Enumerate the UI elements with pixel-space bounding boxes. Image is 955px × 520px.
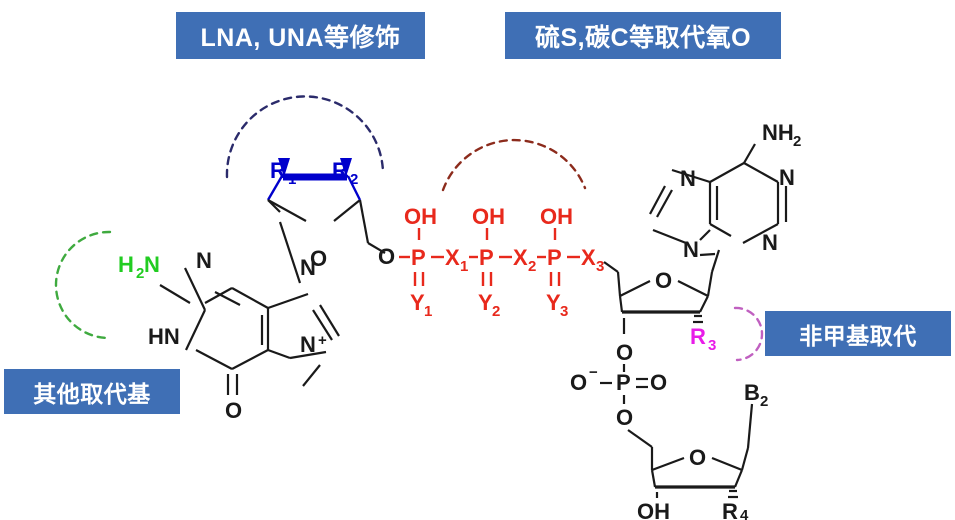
bridging-o-label: O bbox=[378, 244, 395, 269]
svg-text:1: 1 bbox=[460, 258, 468, 275]
arc-other-substituent-link bbox=[54, 230, 112, 340]
cap-ribose-ring-o: O bbox=[310, 246, 327, 271]
phosphate-ester-o-top: O bbox=[616, 340, 633, 365]
guanine-amine-label: H bbox=[118, 252, 134, 277]
svg-text:2: 2 bbox=[350, 171, 358, 188]
internal-phosphate-p: P bbox=[616, 370, 631, 395]
svg-text:2: 2 bbox=[760, 393, 768, 410]
p2-label: P bbox=[479, 245, 494, 270]
p2-y-label: Y bbox=[478, 290, 493, 315]
arc-non-methyl-link bbox=[733, 306, 764, 362]
arc-lna-link bbox=[225, 95, 385, 179]
adenine-n7-label: N bbox=[680, 166, 696, 191]
r3-label: R bbox=[690, 324, 706, 349]
adenine-n9-label: N bbox=[683, 237, 699, 262]
r2-label: R bbox=[332, 158, 348, 183]
svg-text:1: 1 bbox=[424, 303, 432, 320]
guanine-n7-charge: + bbox=[318, 332, 327, 349]
svg-text:N: N bbox=[144, 252, 160, 277]
p2-oh-label: OH bbox=[472, 204, 505, 229]
svg-text:2: 2 bbox=[528, 258, 536, 275]
guanine-n1h-label: HN bbox=[148, 324, 180, 349]
p1-y-label: Y bbox=[410, 290, 425, 315]
svg-text:3: 3 bbox=[596, 258, 604, 275]
adenine-amine-label: NH bbox=[762, 120, 794, 145]
phosphate-o-double: O bbox=[650, 370, 667, 395]
b2-base-label: B bbox=[744, 380, 760, 405]
svg-text:2: 2 bbox=[793, 133, 801, 150]
x1-label: X bbox=[445, 245, 460, 270]
svg-text:3: 3 bbox=[560, 303, 568, 320]
p1-oh-label: OH bbox=[404, 204, 437, 229]
arc-sulfur-link bbox=[441, 138, 587, 192]
phosphate-minus-charge: − bbox=[589, 364, 598, 381]
bottom-sugar-ring-o: O bbox=[689, 445, 706, 470]
bottom-sugar-oh: OH bbox=[637, 499, 670, 520]
p3-label: P bbox=[547, 245, 562, 270]
svg-text:2: 2 bbox=[136, 265, 144, 282]
p3-oh-label: OH bbox=[540, 204, 573, 229]
p1-label: P bbox=[411, 245, 426, 270]
adenosine-ribose-ring-o: O bbox=[655, 268, 672, 293]
callout-lna-una[interactable]: LNA, UNA等修饰 bbox=[176, 12, 425, 59]
phosphate-ester-o-bottom: O bbox=[616, 405, 633, 430]
x3-label: X bbox=[581, 245, 596, 270]
x2-label: X bbox=[513, 245, 528, 270]
adenine-n3-label: N bbox=[762, 230, 778, 255]
callout-non-methyl[interactable]: 非甲基取代 bbox=[765, 311, 951, 356]
callout-other-substituent[interactable]: 其他取代基 bbox=[4, 369, 180, 414]
guanine-n9-label: N bbox=[300, 255, 316, 280]
p3-y-label: Y bbox=[546, 290, 561, 315]
svg-text:4: 4 bbox=[740, 507, 749, 520]
svg-text:1: 1 bbox=[288, 171, 296, 188]
svg-text:3: 3 bbox=[708, 337, 716, 354]
callout-sulfur-carbon[interactable]: 硫S,碳C等取代氧O bbox=[505, 12, 781, 59]
phosphate-o-minus: O bbox=[570, 370, 587, 395]
guanine-n7-label: N bbox=[300, 332, 316, 357]
adenine-n1-label: N bbox=[779, 165, 795, 190]
guanine-carbonyl-o-label: O bbox=[225, 398, 242, 423]
guanine-n3-label: N bbox=[196, 248, 212, 273]
r1-label: R bbox=[270, 158, 286, 183]
r4-label: R bbox=[722, 499, 738, 520]
svg-text:2: 2 bbox=[492, 303, 500, 320]
